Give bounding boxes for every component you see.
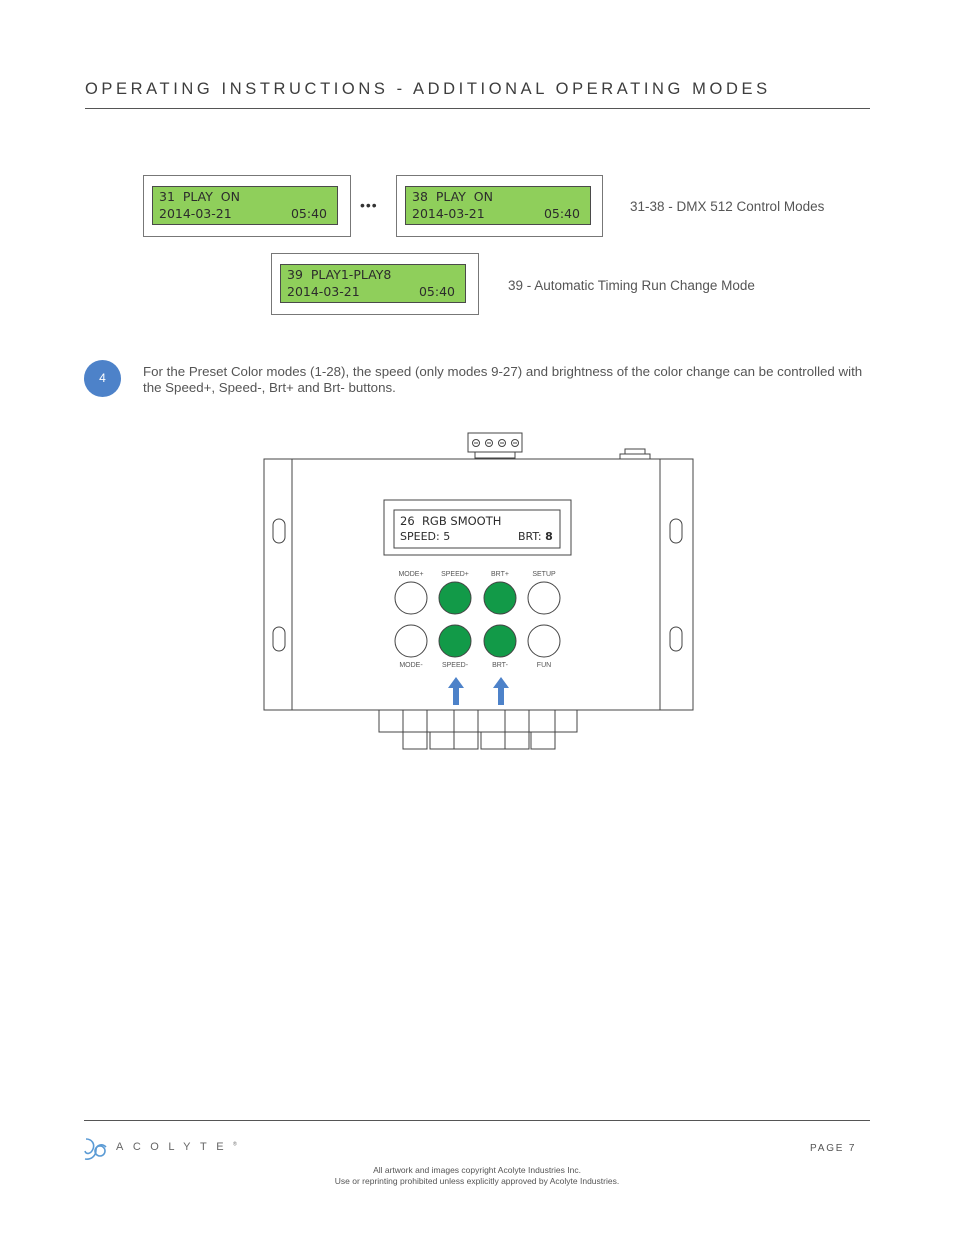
footer-rule [84,1120,870,1121]
label-mode-plus: MODE+ [398,571,424,578]
device-screen-brt: BRT: 8 [518,530,553,543]
device-body [263,458,694,711]
copyright-line2: Use or reprinting prohibited unless expl… [334,1176,620,1186]
logo-text: ACOLYTE [116,1141,234,1153]
display-31-frame: 31 PLAY ON 2014-03-21 05:40 [143,175,351,237]
display-date: 2014-03-21 [287,284,360,299]
device-screen [393,509,561,549]
caption-auto: 39 - Automatic Timing Run Change Mode [508,278,755,293]
controller-device-illustration [263,432,694,750]
display-38-screen: 38 PLAY ON 2014-03-21 05:40 [405,186,591,225]
page-number: PAGE 7 [810,1143,857,1154]
arrows [448,677,509,705]
caption-dmx: 31-38 - DMX 512 Control Modes [630,199,825,214]
device-screen-speed: SPEED: 5 [400,530,451,543]
mounting-slot [272,626,286,652]
device-screen-line1: 26 RGB SMOOTH [400,514,502,528]
fun-button [527,624,561,658]
mode-plus-button [394,581,428,615]
top-terminal-block [467,432,523,459]
button-grid [394,581,561,658]
display-time: 05:40 [290,206,327,221]
label-speed-minus: SPEED- [441,662,469,669]
setup-button [527,581,561,615]
bottom-terminal-connectors [378,709,578,750]
brt-plus-button [483,581,517,615]
brt-label: BRT: [518,530,546,543]
label-brt-plus: BRT+ [491,571,509,578]
copyright-line1: All artwork and images copyright Acolyte… [373,1165,581,1175]
ellipsis: ••• [360,197,378,213]
mounting-slot [272,518,286,544]
mounting-slot [669,626,683,652]
display-date: 2014-03-21 [412,206,485,221]
header-rule [85,108,870,109]
display-line1: 39 PLAY1-PLAY8 [287,267,392,282]
label-brt-minus: BRT- [492,662,508,669]
display-line1: 31 PLAY ON [159,189,240,204]
label-mode-minus: MODE- [399,662,423,669]
display-date: 2014-03-21 [159,206,232,221]
trademark: ® [233,1141,237,1148]
top-power-connector [619,448,651,460]
arrow-up-icon [448,677,464,705]
acolyte-wordmark: ACOLYTE® [116,1141,237,1153]
brt-minus-button [483,624,517,658]
acolyte-logo-icon [84,1138,107,1160]
label-fun: FUN [536,662,552,669]
mode-minus-button [394,624,428,658]
display-39-screen: 39 PLAY1-PLAY8 2014-03-21 05:40 [280,264,466,303]
step-number-badge: 4 [84,360,121,397]
arrow-up-icon [493,677,509,705]
step-text: For the Preset Color modes (1-28), the s… [143,364,863,395]
display-38-frame: 38 PLAY ON 2014-03-21 05:40 [396,175,603,237]
display-31-screen: 31 PLAY ON 2014-03-21 05:40 [152,186,338,225]
display-39-frame: 39 PLAY1-PLAY8 2014-03-21 05:40 [271,253,479,315]
brt-value: 8 [545,530,553,543]
page-title: OPERATING INSTRUCTIONS - ADDITIONAL OPER… [85,80,771,98]
speed-plus-button [438,581,472,615]
display-time: 05:40 [543,206,580,221]
mounting-slot [669,518,683,544]
speed-minus-button [438,624,472,658]
display-time: 05:40 [418,284,455,299]
label-setup: SETUP [532,571,556,578]
label-speed-plus: SPEED+ [441,571,469,578]
display-line1: 38 PLAY ON [412,189,493,204]
